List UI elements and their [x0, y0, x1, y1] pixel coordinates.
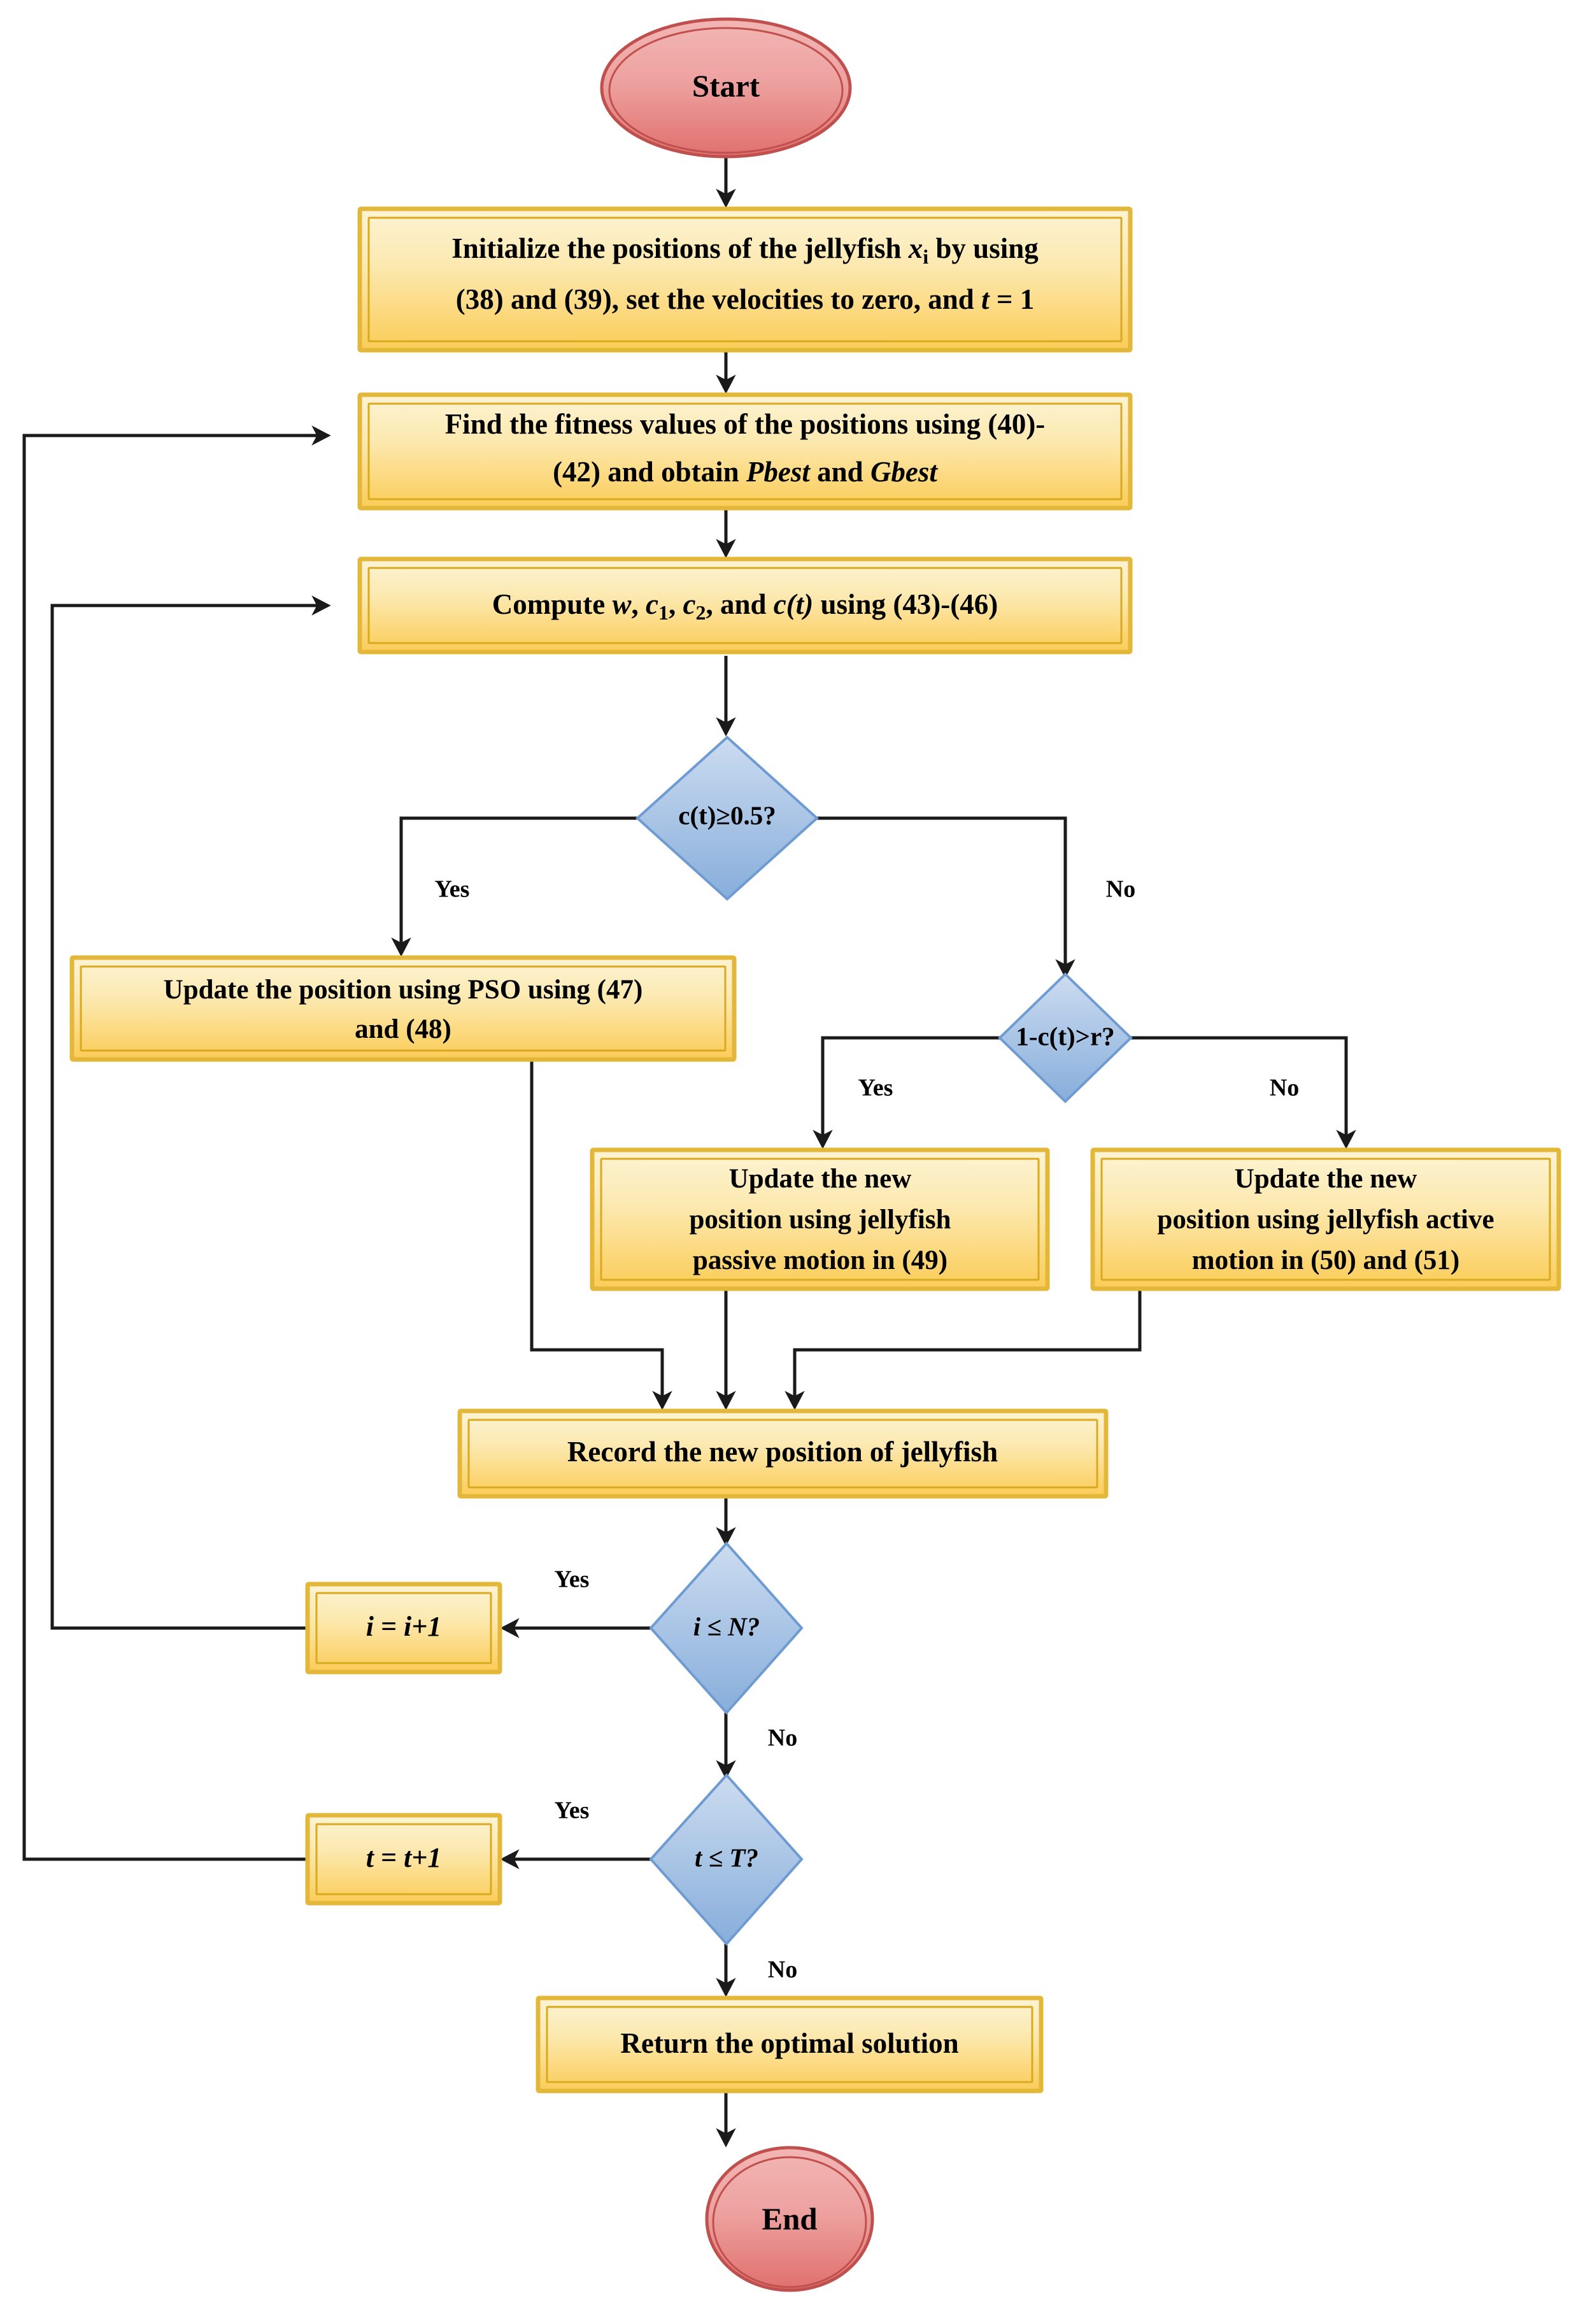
- initialize-box-outer: [357, 206, 1133, 353]
- passive-label-line3: passive motion in (49): [693, 1245, 948, 1275]
- active-label-line1: Update the new: [1235, 1164, 1417, 1194]
- record-label: Record the new position of jellyfish: [567, 1436, 998, 1468]
- return-label: Return the optimal solution: [620, 2027, 958, 2059]
- connectors: [22, 158, 1356, 2148]
- edge-inc-t-to-fitness: [22, 425, 331, 1861]
- node-return[interactable]: Return the optimal solution: [536, 1995, 1044, 2094]
- inc-t-box-inner: [315, 1823, 492, 1895]
- edge-pso-to-record: [530, 1039, 672, 1410]
- node-initialize[interactable]: Initialize the positions of the jellyfis…: [357, 206, 1133, 353]
- end-ellipse-inner: [712, 2156, 867, 2288]
- decision-i-diamond: [649, 1541, 804, 1715]
- initialize-label-line1: Initialize the positions of the jellyfis…: [451, 232, 1039, 268]
- edge-ct-yes-to-pso: [391, 816, 637, 957]
- edge-label-ct-yes: Yes: [435, 876, 470, 903]
- start-ellipse-inner: [608, 27, 844, 154]
- passive-box-outer: [590, 1147, 1050, 1291]
- decision-r-diamond: [998, 972, 1133, 1103]
- node-increment-i[interactable]: i = i+1: [305, 1582, 502, 1675]
- pso-label-line1: Update the position using PSO using (47): [164, 975, 643, 1005]
- edge-r-yes-to-passive: [813, 1036, 1000, 1149]
- node-active-motion[interactable]: Update the new position using jellyfish …: [1090, 1147, 1561, 1291]
- decision-t-diamond: [649, 1773, 804, 1946]
- start-label: Start: [692, 68, 760, 103]
- edge-label-r-no: No: [1270, 1075, 1299, 1102]
- fitness-box-outer: [357, 392, 1133, 511]
- edge-inc-i-to-compute: [50, 595, 331, 1630]
- passive-box-inner: [600, 1158, 1040, 1281]
- compute-label: Compute w, c1, c2, and c(t) using (43)-(…: [492, 588, 998, 624]
- active-label-line3: motion in (50) and (51): [1192, 1245, 1459, 1275]
- edge-label-t-no: No: [768, 1957, 797, 1983]
- decision-ct-diamond: [635, 735, 819, 901]
- passive-label-line2: position using jellyfish: [690, 1205, 951, 1235]
- pso-label-line2: and (48): [355, 1014, 451, 1044]
- node-compute[interactable]: Compute w, c1, c2, and c(t) using (43)-(…: [357, 556, 1133, 655]
- start-ellipse-outer: [600, 17, 852, 159]
- active-box-inner: [1100, 1158, 1551, 1281]
- compute-box-inner: [367, 567, 1123, 644]
- fitness-label-line1: Find the fitness values of the positions…: [445, 408, 1046, 440]
- inc-i-box-outer: [305, 1582, 502, 1675]
- decision-t-label: t ≤ T?: [695, 1843, 758, 1872]
- active-box-outer: [1090, 1147, 1561, 1291]
- edge-label-i-no: No: [768, 1725, 797, 1752]
- pso-box-outer: [69, 955, 737, 1062]
- edge-labels: Yes No Yes No Yes No Yes No: [435, 876, 1300, 1983]
- record-box-inner: [467, 1419, 1098, 1489]
- edge-label-t-yes: Yes: [555, 1797, 590, 1824]
- node-decision-r[interactable]: 1-c(t)>r?: [998, 972, 1133, 1103]
- node-passive-motion[interactable]: Update the new position using jellyfish …: [590, 1147, 1050, 1291]
- inc-t-box-outer: [305, 1813, 502, 1906]
- node-decision-ct[interactable]: c(t)≥0.5?: [635, 735, 819, 901]
- node-end[interactable]: End: [705, 2146, 874, 2292]
- node-decision-t[interactable]: t ≤ T?: [649, 1773, 804, 1946]
- pso-box-inner: [80, 965, 727, 1052]
- decision-ct-label: c(t)≥0.5?: [678, 800, 776, 830]
- edge-r-no-to-active: [1131, 1036, 1356, 1149]
- inc-i-box-inner: [315, 1592, 492, 1664]
- node-update-pso[interactable]: Update the position using PSO using (47)…: [69, 955, 737, 1062]
- node-record[interactable]: Record the new position of jellyfish: [457, 1408, 1109, 1499]
- record-box-outer: [457, 1408, 1109, 1499]
- compute-box-outer: [357, 556, 1133, 655]
- inc-i-label: i = i+1: [366, 1611, 442, 1642]
- fitness-box-inner: [367, 402, 1123, 500]
- inc-t-label: t = t+1: [366, 1842, 442, 1873]
- initialize-box-inner: [367, 216, 1123, 343]
- passive-label-line1: Update the new: [729, 1164, 912, 1194]
- edge-ct-no-to-decision-r: [817, 816, 1075, 979]
- active-label-line2: position using jellyfish active: [1157, 1205, 1494, 1235]
- return-box-inner: [546, 2006, 1033, 2083]
- initialize-label-line2: (38) and (39), set the velocities to zer…: [456, 283, 1034, 315]
- edge-label-r-yes: Yes: [858, 1075, 893, 1102]
- node-start[interactable]: Start: [600, 17, 852, 159]
- return-box-outer: [536, 1995, 1044, 2094]
- edge-active-to-record: [784, 1285, 1142, 1410]
- decision-r-label: 1-c(t)>r?: [1016, 1021, 1114, 1051]
- end-label: End: [762, 2201, 817, 2236]
- edge-label-i-yes: Yes: [555, 1566, 590, 1593]
- node-find-fitness[interactable]: Find the fitness values of the positions…: [357, 392, 1133, 511]
- node-decision-i[interactable]: i ≤ N?: [649, 1541, 804, 1715]
- fitness-label-line2: (42) and obtain Pbest and Gbest: [553, 456, 938, 488]
- end-ellipse-outer: [705, 2146, 874, 2292]
- node-increment-t[interactable]: t = t+1: [305, 1813, 502, 1906]
- decision-i-label: i ≤ N?: [693, 1612, 760, 1641]
- edge-label-ct-no: No: [1106, 876, 1135, 903]
